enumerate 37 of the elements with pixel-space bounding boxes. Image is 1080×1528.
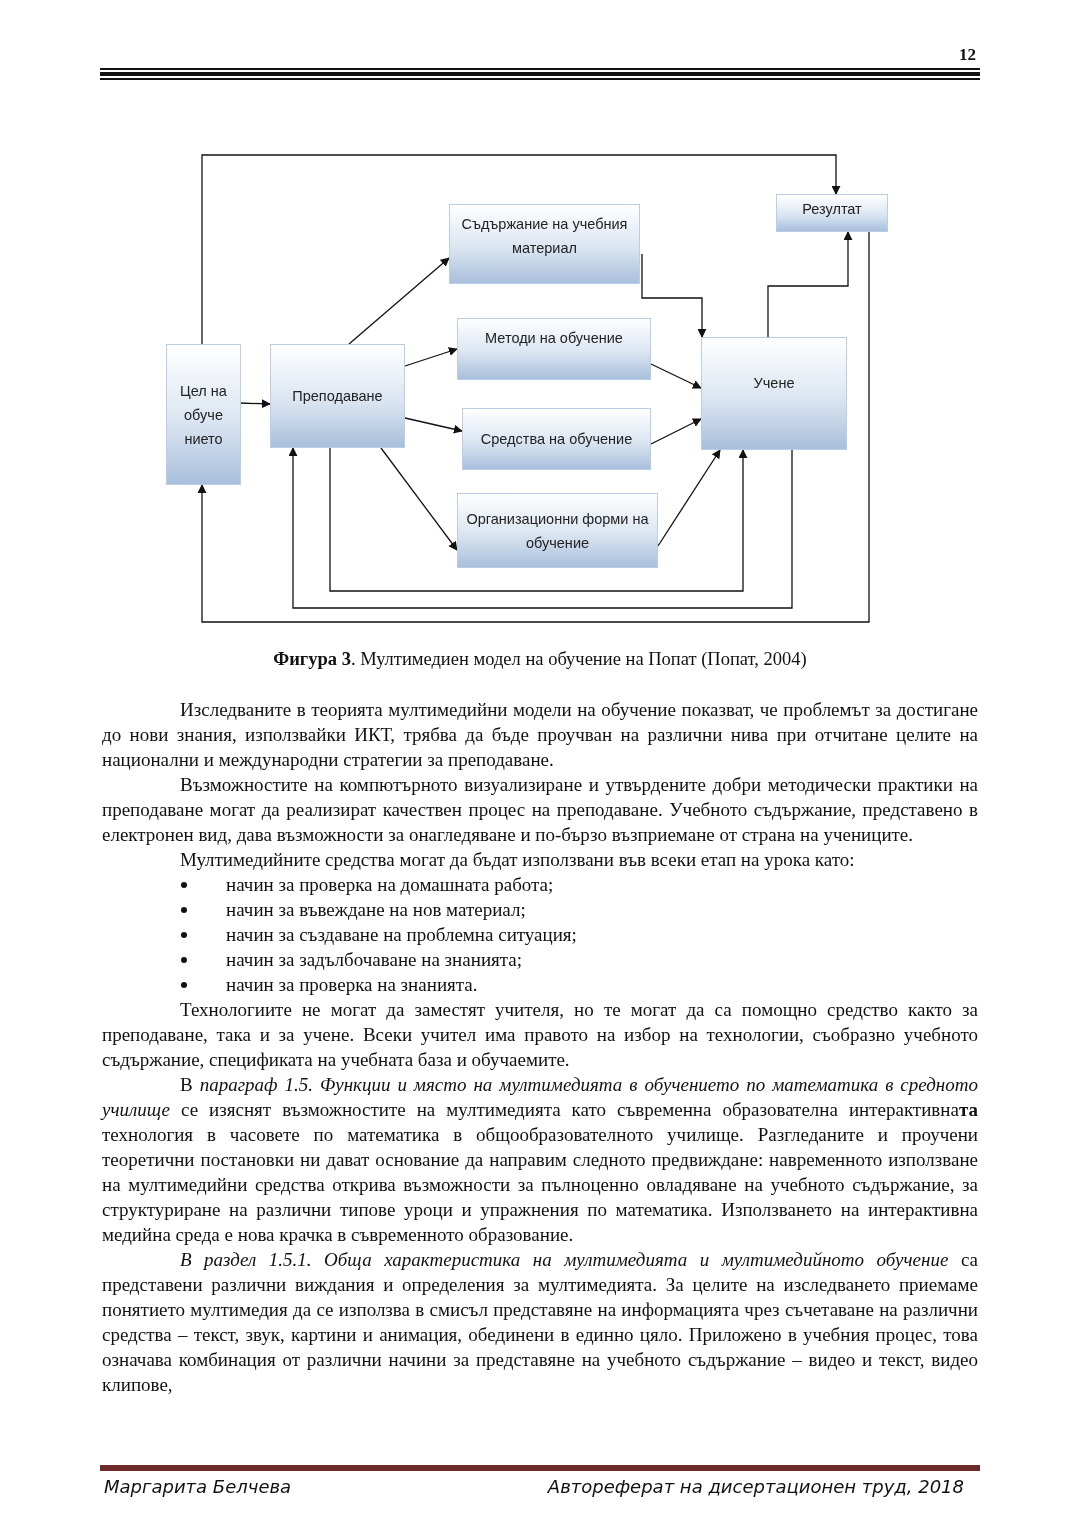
list-item: начин за въвеждане на нов материал; xyxy=(226,898,526,922)
arrow xyxy=(404,347,458,367)
list-item: начин за създаване на проблемна ситуация; xyxy=(226,923,577,947)
process-box: Цел на обуче нието xyxy=(166,344,241,485)
list-item: начин за задълбочаване на знанията; xyxy=(226,948,523,972)
process-box: Преподаване xyxy=(270,344,405,448)
list-item: начин за проверка на домашната работа; xyxy=(226,873,554,897)
process-box: Методи на обучение xyxy=(457,318,651,380)
process-box: Резултат xyxy=(776,194,888,232)
paragraph: В параграф 1.5. Функции и място на мултимедията в обучението по математика в средното училище се изяснят възможностите на мултимедията като съвременна образователна интерактивната технология в часовете по математика в общообразователното училище. Разгледаните и проучени теоретични постановки ни дават основание да направим следното предвиждане: навременното използване на мултимедийни средства открива възможности за пълноценно овладяване на учебното съдържание, за структуриране на различни типове уроци и упражнения по математика. Използването на интерактивна медийна среда е нова крачка в съвременното образование. xyxy=(102,1073,978,1247)
paragraph: В раздел 1.5.1. Обща характеристика на мултимедията и мултимедийното обучение са представени различни виждания и определения за мултимедията. За целите на изследването приемаме понятието мултимедия да се използва в смисъл представяне на информацията чрез съчетаване на различни средства – текст, звук, картини и анимация, обединени в единно цяло. Приложено в учебния процес, това означава комбинация от различни начини за представяне на учебното съдържание – видео и текст, видео клипове, xyxy=(102,1248,978,1397)
arrow xyxy=(650,363,702,389)
arrow xyxy=(239,399,271,409)
arrow xyxy=(201,154,841,345)
paragraph: Изследваните в теорията мултимедийни модели на обучение показват, че проблемът за достигане до нови знания, използвайки ИКТ, трябва да бъде проучван на различни нива при отчитане целите на национални и международни стратегии за преподаване. xyxy=(102,698,978,772)
process-box: Учене xyxy=(701,337,847,450)
arrow xyxy=(380,447,458,551)
figure-caption: Фигура 3. Мултимедиен модел на обучение на Попат (Попат, 2004) xyxy=(272,649,808,670)
process-box: Съдържание на учебния материал xyxy=(449,204,640,284)
arrow xyxy=(197,231,870,623)
page-number: 12 xyxy=(959,45,976,65)
arrow xyxy=(641,253,707,338)
arrow xyxy=(404,417,463,434)
arrow xyxy=(657,449,721,547)
arrow xyxy=(329,447,748,592)
arrow xyxy=(288,447,793,609)
arrow xyxy=(650,418,702,445)
arrow xyxy=(348,257,450,345)
process-box: Организационни форми на обучение xyxy=(457,493,658,568)
paragraph: Технологиите не могат да заместят учителя, но те могат да са помощно средство както за преподаване, така и за учене. Всеки учител има правото на избор на технологии, съобразно учебното съдържание, спецификата на учебната база и обучаемите. xyxy=(102,998,978,1072)
footer-text: Маргарита Белчева xyxy=(104,1476,292,1497)
arrow xyxy=(767,231,853,338)
paragraph: Мултимедийните средства могат да бъдат използвани във всеки етап на урока като: xyxy=(179,848,856,872)
paragraph: Възможностите на компютърното визуализиране и утвърдените добри методически практики на преподаване могат да реализират качествен процес на преподаване. Учебното съдържание, представено в електронен вид, дава възможности за онагледяване и по-бързо възприемане от страна на учениците. xyxy=(102,773,978,847)
footer-text: Автореферат на дисертационен труд, 2018 xyxy=(547,1476,964,1497)
process-box: Средства на обучение xyxy=(462,408,651,470)
list-item: начин за проверка на знанията. xyxy=(226,973,478,997)
